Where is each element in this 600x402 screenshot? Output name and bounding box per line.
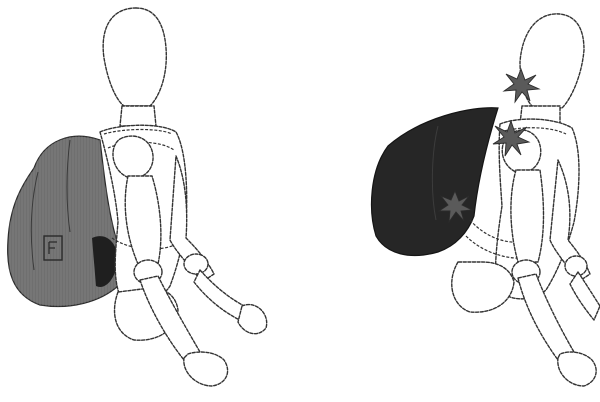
right-figure <box>372 14 600 386</box>
backpack-icon <box>8 136 123 306</box>
backpack-icon <box>372 108 498 256</box>
left-figure <box>8 8 267 386</box>
